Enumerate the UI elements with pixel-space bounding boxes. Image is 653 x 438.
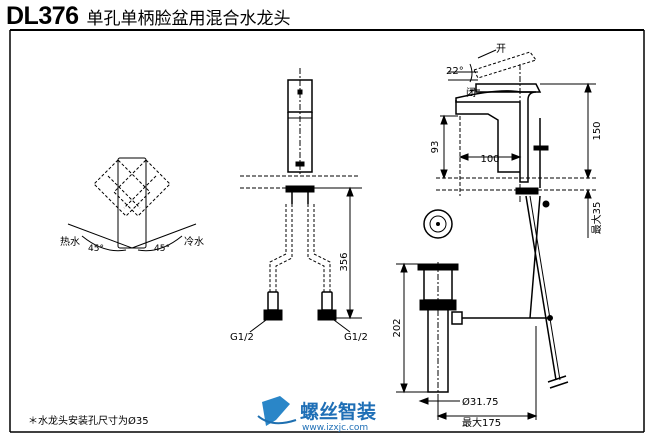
front-view xyxy=(240,68,362,333)
aerator-detail-inner xyxy=(429,215,447,233)
hose-nut-right xyxy=(317,309,337,321)
leader-thread-left xyxy=(249,319,267,333)
handle-right-ghost-inner xyxy=(123,175,157,209)
dim-100-arrow-right xyxy=(511,153,522,161)
side-lever-open xyxy=(473,51,537,79)
label-open: 开 xyxy=(496,44,506,55)
drawing-title: DL376 单孔单柄脸盆用混合水龙头 xyxy=(6,2,291,32)
hose-end-right xyxy=(321,291,333,311)
dim-150-arrow-bottom xyxy=(584,169,592,180)
label-angle-right: 45° xyxy=(154,244,170,254)
supply-hose-diagonal xyxy=(525,195,557,381)
side-spout xyxy=(455,100,520,173)
label-thread-left: G1/2 xyxy=(230,332,254,343)
dim-100-text: 100 xyxy=(480,154,499,165)
hose-end-left xyxy=(267,291,279,311)
leader-open xyxy=(477,49,497,59)
dim-dia-arrow-left xyxy=(418,397,429,405)
label-closed: 闭 xyxy=(466,86,476,99)
front-mount-nut xyxy=(285,185,315,193)
dim-356-arrow-bottom xyxy=(346,309,354,320)
angle-arc-left xyxy=(81,235,127,252)
popup-rod-lower xyxy=(529,195,541,319)
supply-hose-end xyxy=(547,375,569,389)
dim-202-arrow-top xyxy=(400,262,408,273)
dim-202-text: 202 xyxy=(392,318,403,337)
axis-right xyxy=(131,223,197,249)
side-view xyxy=(396,49,596,420)
dim-175-arrow-right xyxy=(527,412,538,420)
leader-thread-right xyxy=(333,319,351,333)
side-mount-nut xyxy=(515,187,539,195)
dim-175-arrow-left xyxy=(436,412,447,420)
dim-150-arrow-top xyxy=(584,82,592,93)
dim-dia-text: Ø31.75 xyxy=(462,396,499,408)
aerator-detail-outer xyxy=(423,209,453,239)
side-body xyxy=(455,90,537,183)
product-name: 单孔单柄脸盆用混合水龙头 xyxy=(86,9,291,29)
handle-left-ghost-inner xyxy=(107,175,141,209)
aerator-detail-dot xyxy=(436,222,440,226)
footnote: ＊水龙头安装孔尺寸为Ø35 xyxy=(28,414,149,427)
dim-175-text: 最大175 xyxy=(462,416,501,429)
popup-linkage-knob xyxy=(542,200,550,208)
dim-100-arrow-left xyxy=(458,153,469,161)
dim-93-text: 93 xyxy=(430,141,441,154)
dim-35-arrow xyxy=(584,188,592,199)
handle-rotation-view xyxy=(67,157,197,252)
supply-hose-diagonal-2 xyxy=(529,195,561,381)
label-hot-water: 热水 xyxy=(60,235,80,248)
dim-93-arrow-top xyxy=(440,114,448,125)
axis-left xyxy=(67,223,133,249)
handle-center-body xyxy=(117,157,147,249)
dim-35-text: 最大35 xyxy=(590,202,603,235)
hose-right xyxy=(307,204,331,292)
angle-arc-right xyxy=(137,235,183,252)
dim-356-arrow-top xyxy=(346,186,354,197)
popup-knob xyxy=(533,145,549,151)
watermark-brand: 螺丝智装 xyxy=(300,400,376,423)
dim-93-arrow-bottom xyxy=(440,169,448,180)
handle-left-ghost xyxy=(93,159,151,217)
dim-356-text: 356 xyxy=(339,252,350,271)
dim-202-arrow-bottom xyxy=(400,383,408,394)
drain-side-fitting xyxy=(451,311,463,325)
label-thread-right: G1/2 xyxy=(344,332,368,343)
hose-nut-left xyxy=(263,309,283,321)
dim-150-text: 150 xyxy=(592,121,603,140)
model-code: DL376 xyxy=(6,2,79,30)
angle-arc-lever xyxy=(469,63,473,83)
label-lever-angle: 22° xyxy=(446,66,464,77)
watermark-mark xyxy=(262,396,290,426)
watermark-logo: 螺丝智装 www.izxjc.com xyxy=(257,396,376,433)
label-cold-water: 冷水 xyxy=(184,235,204,248)
handle-right-ghost xyxy=(113,159,171,217)
watermark-url: www.izxjc.com xyxy=(302,423,368,433)
side-lever-closed xyxy=(475,83,542,93)
label-angle-left: 45° xyxy=(88,244,104,254)
watermark-mark-swoosh xyxy=(257,415,297,425)
drain-linkage-end xyxy=(547,315,553,321)
hose-left xyxy=(269,204,293,292)
